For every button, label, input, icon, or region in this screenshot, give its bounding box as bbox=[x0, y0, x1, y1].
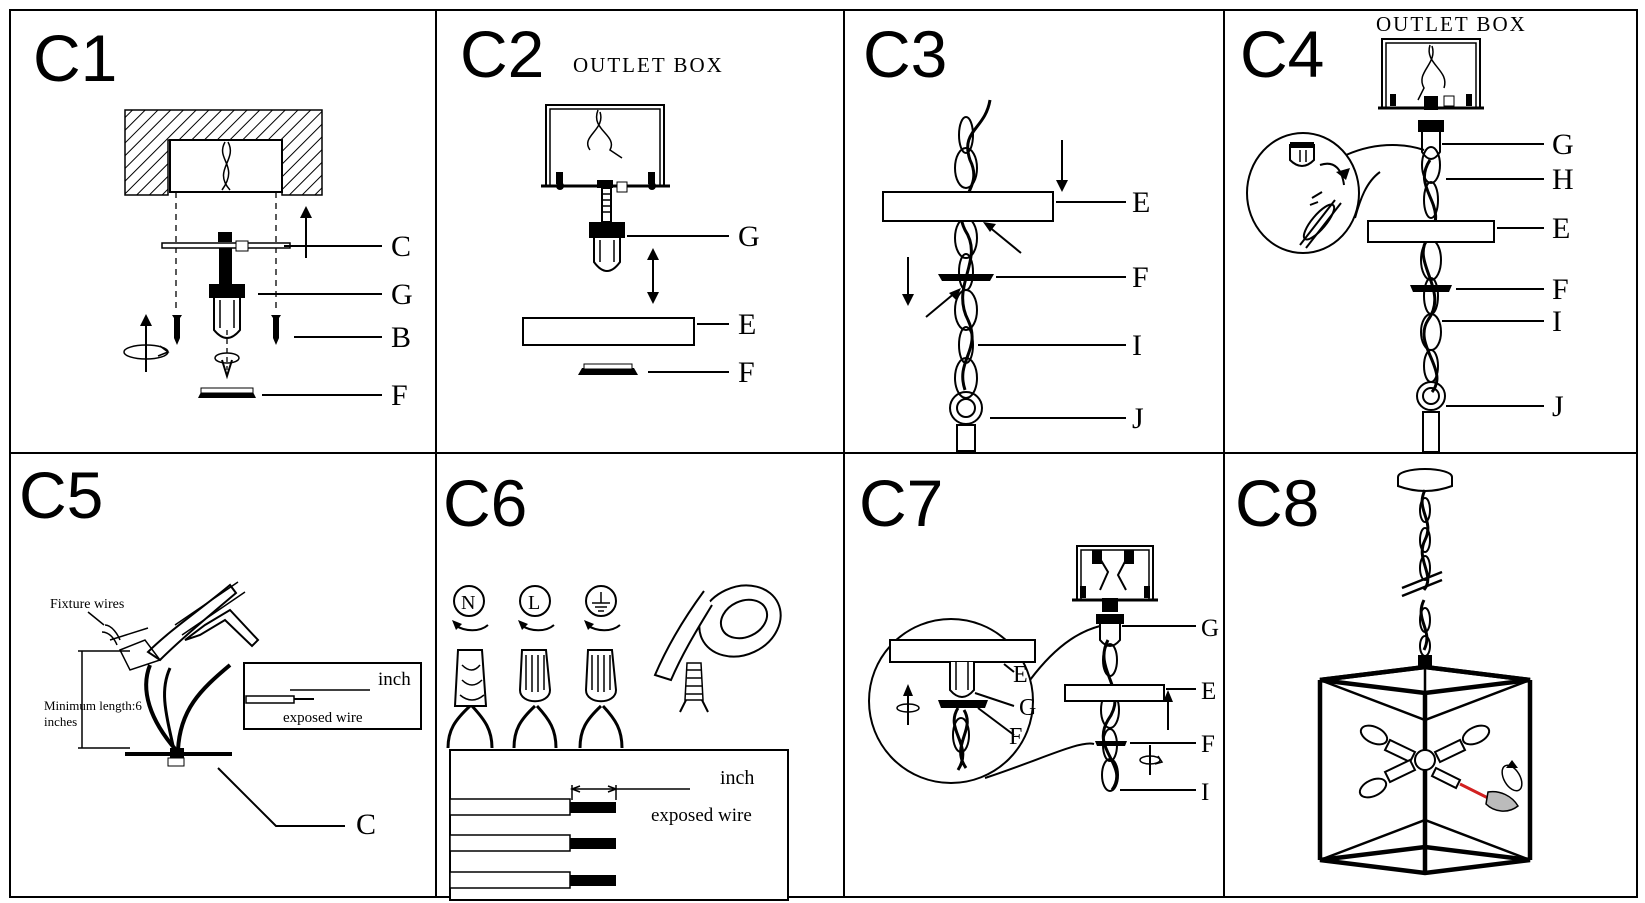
install-guide-line bbox=[1459, 782, 1489, 800]
zoom-label-e: E bbox=[1013, 662, 1028, 688]
panel-c5: C5 Fixture wires Minimum length:6 inches… bbox=[19, 458, 422, 841]
panel-c1: C1 bbox=[33, 21, 413, 412]
live-symbol: L bbox=[528, 592, 540, 614]
bulb-icon bbox=[1485, 790, 1519, 812]
grid-frame bbox=[9, 9, 1638, 898]
candle-sockets bbox=[1358, 724, 1491, 799]
label-i: I bbox=[1201, 779, 1209, 806]
label-g: G bbox=[391, 278, 413, 311]
panel-title-c1: C1 bbox=[33, 21, 117, 95]
label-j: J bbox=[1132, 402, 1144, 435]
label-f: F bbox=[738, 356, 755, 389]
panel-c6: C6 N L bbox=[443, 466, 789, 901]
panel-title-c2: C2 bbox=[460, 17, 544, 91]
label-c: C bbox=[356, 808, 376, 841]
label-c: C bbox=[391, 230, 411, 263]
ceiling-hatch bbox=[124, 109, 323, 196]
label-f: F bbox=[1132, 261, 1149, 294]
label-f: F bbox=[1201, 731, 1215, 758]
wire-strip-row bbox=[449, 798, 616, 816]
panel-c8: C8 bbox=[1235, 466, 1533, 876]
label-i: I bbox=[1132, 329, 1142, 362]
label-e: E bbox=[1201, 678, 1216, 705]
inch-label: inch bbox=[378, 669, 411, 690]
zoom-label-f: F bbox=[1009, 724, 1022, 750]
wire-strip-row bbox=[449, 834, 616, 852]
panel-title-c7: C7 bbox=[859, 466, 943, 540]
ground-icon bbox=[585, 585, 617, 617]
panel-c7: C7 bbox=[859, 466, 1219, 806]
panel-c3: C3 E F I bbox=[863, 17, 1150, 452]
panel-title-c3: C3 bbox=[863, 17, 947, 91]
fixture-wires-label: Fixture wires bbox=[50, 597, 124, 612]
panel-title-c6: C6 bbox=[443, 466, 527, 540]
lantern-cage bbox=[1317, 664, 1533, 876]
inch-label: inch bbox=[720, 767, 754, 789]
panel-title-c8: C8 bbox=[1235, 466, 1319, 540]
label-i: I bbox=[1552, 305, 1562, 338]
label-g: G bbox=[1552, 128, 1574, 161]
zoom-label-g: G bbox=[1019, 695, 1036, 721]
outlet-box-label: OUTLET BOX bbox=[1376, 12, 1527, 36]
exposed-wire-label: exposed wire bbox=[651, 805, 752, 826]
panel-title-c5: C5 bbox=[19, 458, 103, 532]
wire-strip-row bbox=[449, 871, 616, 889]
label-g: G bbox=[1201, 615, 1219, 642]
label-g: G bbox=[738, 220, 760, 253]
label-e: E bbox=[1552, 212, 1570, 245]
panel-c2: C2 OUTLET BOX G E F bbox=[460, 17, 760, 389]
label-e: E bbox=[738, 308, 756, 341]
label-e: E bbox=[1132, 186, 1150, 219]
exposed-wire-label: exposed wire bbox=[283, 710, 363, 726]
label-f: F bbox=[391, 379, 408, 412]
label-f: F bbox=[1552, 273, 1569, 306]
label-j: J bbox=[1552, 390, 1564, 423]
outlet-box-label: OUTLET BOX bbox=[573, 53, 724, 77]
minimum-length-label: Minimum length:6 bbox=[44, 698, 142, 713]
label-h: H bbox=[1552, 163, 1574, 196]
panel-c4: C4 OUTLET BOX bbox=[1240, 12, 1574, 453]
label-b: B bbox=[391, 321, 411, 354]
neutral-symbol: N bbox=[461, 592, 475, 614]
minimum-length-unit: inches bbox=[44, 714, 77, 729]
crossbar bbox=[161, 242, 291, 249]
panel-title-c4: C4 bbox=[1240, 17, 1324, 91]
